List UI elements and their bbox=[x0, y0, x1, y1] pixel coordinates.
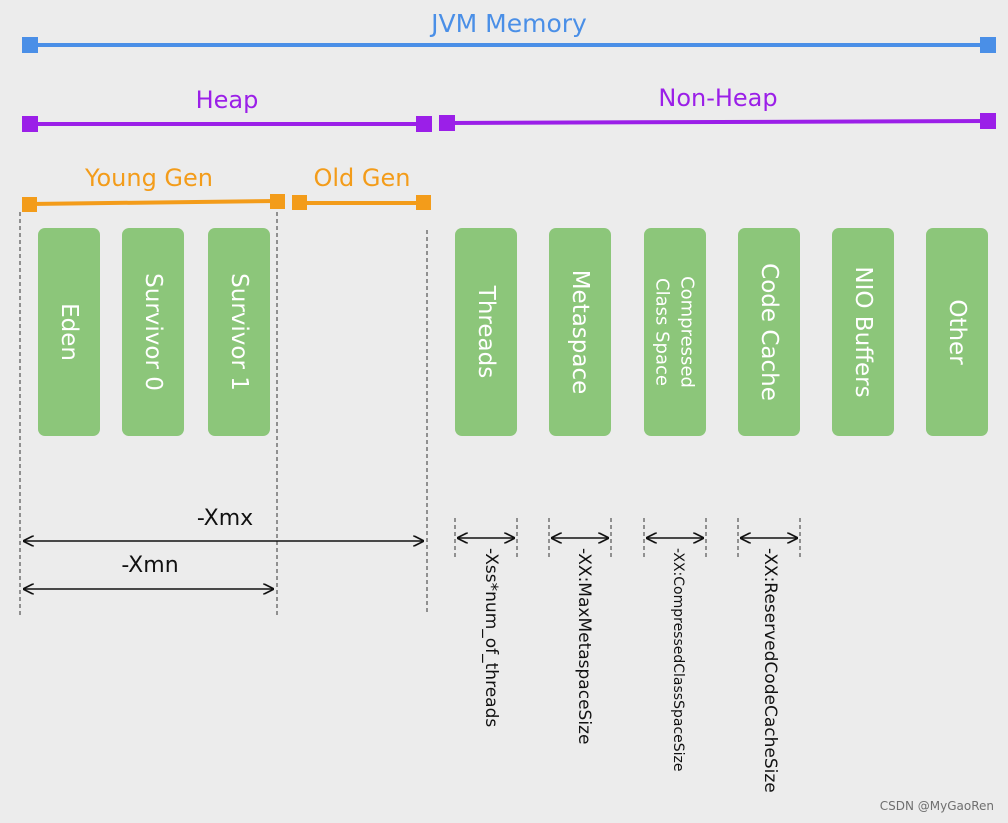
old-gen-label: Old Gen bbox=[314, 164, 411, 192]
memory-region-boxes: Eden Survivor 0 Survivor 1 Threads Metas… bbox=[38, 228, 988, 436]
xmx-flag-label: -Xmx bbox=[197, 506, 253, 531]
code-cache-box: Code Cache bbox=[738, 228, 800, 436]
heap-start-marker bbox=[22, 116, 38, 132]
survivor-1-box: Survivor 1 bbox=[208, 228, 270, 436]
other-label: Other bbox=[944, 299, 970, 365]
compressed-class-space-label-line1: Compressed bbox=[677, 276, 698, 388]
non-heap-bar: Non-Heap bbox=[439, 84, 996, 131]
young-gen-end-marker bbox=[270, 194, 285, 209]
old-gen-start-marker bbox=[292, 195, 307, 210]
jvm-memory-start-marker bbox=[22, 37, 38, 53]
xmn-flag-label: -Xmn bbox=[121, 553, 178, 578]
young-gen-start-marker bbox=[22, 197, 37, 212]
jvm-memory-label: JVM Memory bbox=[429, 9, 587, 38]
jvm-memory-bar: JVM Memory bbox=[22, 9, 996, 53]
heap-end-marker bbox=[416, 116, 432, 132]
nio-buffers-box: NIO Buffers bbox=[832, 228, 894, 436]
compressed-class-space-label-line2: Class Space bbox=[652, 278, 673, 386]
other-box: Other bbox=[926, 228, 988, 436]
watermark: CSDN @MyGaoRen bbox=[879, 799, 994, 813]
eden-label: Eden bbox=[56, 303, 82, 361]
guide-lines bbox=[19, 212, 801, 615]
metaspace-label: Metaspace bbox=[567, 270, 593, 395]
non-heap-end-marker bbox=[980, 113, 996, 129]
survivor-0-box: Survivor 0 bbox=[122, 228, 184, 436]
nio-buffers-label: NIO Buffers bbox=[850, 266, 876, 397]
heap-bar: Heap bbox=[22, 86, 432, 132]
non-heap-start-marker bbox=[439, 115, 455, 131]
eden-box: Eden bbox=[38, 228, 100, 436]
non-heap-line bbox=[446, 119, 989, 125]
threads-label: Threads bbox=[473, 285, 499, 378]
young-gen-bar: Young Gen bbox=[22, 164, 285, 212]
young-gen-label: Young Gen bbox=[84, 164, 213, 192]
heap-size-flags: -Xmx -Xmn bbox=[24, 506, 423, 589]
threads-box: Threads bbox=[455, 228, 517, 436]
old-gen-bar: Old Gen bbox=[292, 164, 431, 210]
xss-flag-label: -Xss*num_of_threads bbox=[481, 548, 501, 727]
non-heap-label: Non-Heap bbox=[658, 84, 777, 112]
jvm-memory-end-marker bbox=[980, 37, 996, 53]
code-cache-label: Code Cache bbox=[756, 263, 782, 401]
compressed-class-flag-label: -XX:CompressedClassSpaceSize bbox=[670, 548, 686, 772]
heap-label: Heap bbox=[196, 86, 259, 114]
young-gen-line bbox=[29, 199, 278, 206]
old-gen-end-marker bbox=[416, 195, 431, 210]
compressed-class-space-box: Compressed Class Space bbox=[644, 228, 706, 436]
reserved-code-cache-flag-label: -XX:ReservedCodeCacheSize bbox=[760, 548, 780, 793]
max-metaspace-flag-label: -XX:MaxMetaspaceSize bbox=[574, 548, 594, 744]
non-heap-size-flags: -Xss*num_of_threads -XX:MaxMetaspaceSize… bbox=[458, 538, 797, 793]
survivor-1-label: Survivor 1 bbox=[226, 273, 252, 391]
survivor-0-label: Survivor 0 bbox=[140, 273, 166, 391]
metaspace-box: Metaspace bbox=[549, 228, 611, 436]
